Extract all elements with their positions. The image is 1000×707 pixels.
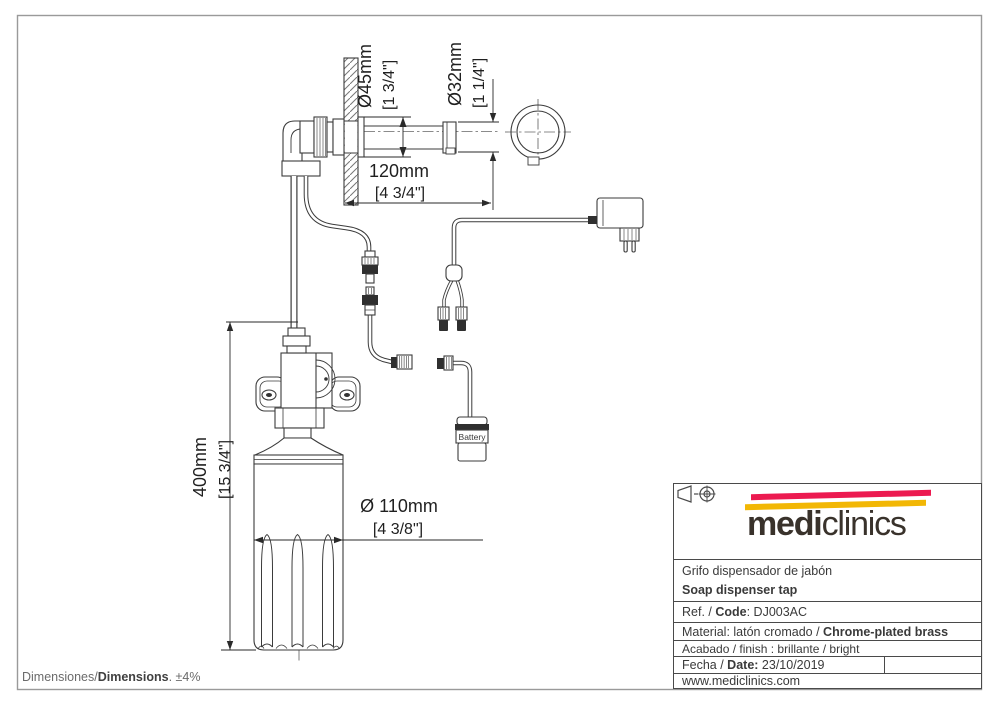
elbow-fitting — [281, 116, 345, 177]
svg-text:120mm: 120mm — [369, 161, 429, 181]
sensor-window — [445, 147, 456, 155]
material-row: Material: latón cromado / Chrome-plated … — [674, 622, 981, 640]
tolerance-note: Dimensiones/Dimensions. ±4% — [22, 670, 201, 684]
product-name-row: Grifo dispensador de jabón Soap dispense… — [674, 559, 981, 601]
dimensions: Ø45mm [1 3/4"] Ø32mm [1 1/4"] 120mm [4 3… — [190, 42, 499, 651]
product-name-en: Soap dispenser tap — [682, 583, 798, 597]
website-row: www.mediclinics.com — [674, 673, 981, 688]
svg-text:Ø 110mm: Ø 110mm — [360, 496, 438, 516]
svg-text:Ø32mm: Ø32mm — [445, 42, 465, 106]
spout-side-view — [357, 116, 457, 158]
dim-dia-32: Ø32mm [1 1/4"] — [445, 42, 499, 210]
inline-connectors — [361, 250, 379, 316]
svg-text:[4 3/8"]: [4 3/8"] — [373, 521, 423, 538]
power-adapter — [437, 197, 644, 331]
dim-dia-110: Ø 110mm [4 3/8"] — [254, 496, 483, 544]
svg-text:[4 3/4"]: [4 3/4"] — [375, 185, 425, 202]
battery-connector — [437, 358, 444, 369]
sheet-border — [16, 14, 983, 691]
plug-pin — [623, 240, 628, 253]
pump-cable-connector — [391, 354, 413, 370]
ref-code-row: Ref. / Code: DJ003AC — [674, 601, 981, 622]
finish-row: Acabado / finish : brillante / bright — [674, 640, 981, 656]
sensor-cable — [303, 176, 393, 365]
logo-word-light: clinics — [821, 505, 907, 543]
cable-y-splitter — [445, 264, 463, 282]
svg-text:[15 3/4"]: [15 3/4"] — [217, 440, 234, 499]
date-row: Fecha / Date: 23/10/2019 — [674, 485, 981, 673]
pump-unit — [255, 327, 361, 439]
title-block: mediclinics Grifo dispensador de jabón S… — [673, 483, 982, 689]
spout-front-view — [510, 104, 566, 166]
svg-text:Ø45mm: Ø45mm — [355, 44, 375, 108]
mediclinics-logo: mediclinics — [747, 505, 907, 543]
logo-cell: mediclinics — [674, 484, 981, 559]
logo-stripe-red — [751, 489, 931, 501]
projection-symbol-cell — [677, 485, 981, 673]
date-value: Fecha / Date: 23/10/2019 — [682, 658, 825, 672]
soap-dispenser-drawing: Battery — [190, 42, 644, 661]
svg-text:400mm: 400mm — [190, 437, 210, 497]
dim-height-400: 400mm [15 3/4"] — [190, 321, 298, 651]
svg-text:[1 1/4"]: [1 1/4"] — [471, 58, 488, 108]
plug-pin — [631, 240, 636, 253]
logo-word-bold: medi — [747, 505, 823, 543]
battery-label: Battery — [459, 432, 487, 442]
sensor-window-front — [527, 156, 540, 166]
dim-dia-45: Ø45mm [1 3/4"] — [355, 44, 411, 158]
battery-pack: Battery — [437, 355, 489, 462]
ref-code-value: : DJ003AC — [746, 605, 808, 619]
adapter-body — [596, 197, 644, 229]
soap-bottle — [253, 437, 344, 651]
dim-length-120: 120mm [4 3/4"] — [345, 161, 491, 207]
product-name-es: Grifo dispensador de jabón — [682, 564, 833, 578]
svg-text:[1 3/4"]: [1 3/4"] — [381, 60, 398, 110]
